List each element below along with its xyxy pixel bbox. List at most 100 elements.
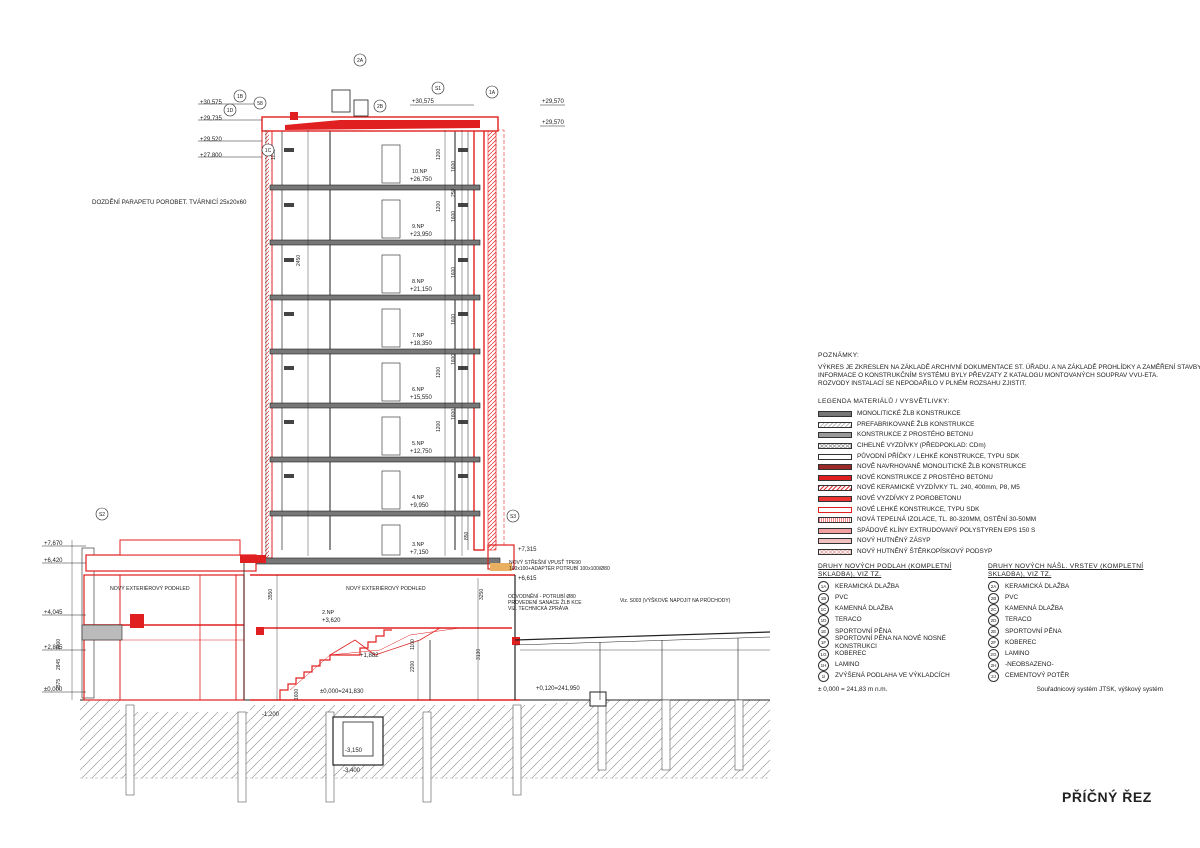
section-marker-circle xyxy=(253,96,267,110)
legend-label: NOVÉ VYZDÍVKY Z POROBETONU xyxy=(857,495,962,503)
legend-label: NOVÉ KERAMICKÉ VYZDÍVKY TL. 240, 400mm, … xyxy=(857,484,1020,492)
dimension-label: 1200 xyxy=(436,367,442,378)
left-podium xyxy=(81,539,266,701)
floor-type-item: 2H-NEOBSAZENO- xyxy=(988,659,1158,671)
dimension-label: 3130 xyxy=(476,649,482,660)
legend-label: CIHELNÉ VYZDÍVKY (PŘEDPOKLAD: CDm) xyxy=(857,442,986,450)
legend-swatch xyxy=(818,464,852,471)
section-marker-label: 1D xyxy=(227,108,234,114)
level-label: +6,615 xyxy=(518,576,537,582)
legend-item: NOVÝ HUTNĚNÝ ŠTĚRKOPÍSKOVÝ PODSYP xyxy=(818,547,1190,558)
annotation: DOZDĚNÍ PARAPETU POROBET. TVÁRNICÍ 25x20… xyxy=(92,198,247,206)
annotation: PROVEDENÍ SANACE ŽLB KCE xyxy=(508,598,582,606)
level-label: +7,150 xyxy=(410,550,429,556)
annotation: NOVÝ STŘEŠNÍ VPUSŤ TPE90 xyxy=(509,558,581,566)
legend-label: KONSTRUKCE Z PROSTÉHO BETONU xyxy=(857,431,973,439)
legend-item: NOVĚ NAVRHOVANÉ MONOLITICKÉ ŽLB KONSTRUK… xyxy=(818,462,1190,473)
legend-swatch xyxy=(818,506,852,513)
floor-type-label: KAMENNÁ DLAŽBA xyxy=(835,605,894,613)
floor-code-badge: 2F xyxy=(988,637,999,649)
floor-type-label: KERAMICKÁ DLAŽBA xyxy=(835,582,900,590)
floor-type-item: 1F SPORTOVNÍ PĚNA NA NOVÉ NOSNÉ KONSTRUKC… xyxy=(818,634,988,650)
level-label: +7,670 xyxy=(44,541,63,547)
note-line: VÝKRES JE ZKRESLEN NA ZÁKLADĚ ARCHIVNÍ D… xyxy=(818,364,1200,371)
dimension-label: 1600 xyxy=(294,689,300,700)
section-marker-label: S1 xyxy=(435,86,441,92)
floor-code-badge: 1I xyxy=(818,670,829,682)
floor-code-badge: 1A xyxy=(818,581,829,593)
legend-swatch xyxy=(818,496,852,503)
annotation: VIZ. TECHNICKÁ ZPRÁVA xyxy=(508,605,569,612)
note-line: ROZVODY INSTALACÍ SE NEPODAŘILO V PLNÉM … xyxy=(818,380,1027,387)
section-marker-circle xyxy=(223,103,237,117)
floor-type-label: CEMENTOVÝ POTĚR xyxy=(1005,672,1070,680)
floor-label: 5.NP xyxy=(412,441,425,447)
legend-label: NOVÉ KONSTRUKCE Z PROSTÉHO BETONU xyxy=(857,473,993,481)
level-label: +1,882 xyxy=(360,653,379,659)
legend-label: MONOLITICKÉ ŽLB KONSTRUKCE xyxy=(857,410,961,418)
legend-label: NOVÝ HUTNĚNÝ ŠTĚRKOPÍSKOVÝ PODSYP xyxy=(857,548,993,556)
level-label: +15,550 xyxy=(410,395,433,401)
section-marker-circle xyxy=(233,89,247,103)
floor-code-badge: 1B xyxy=(818,592,829,604)
legend-swatch xyxy=(818,474,852,481)
legend-item: NOVÉ LEHKÉ KONSTRUKCE, TYPU SDK xyxy=(818,504,1190,515)
floor-type-label: PVC xyxy=(1005,594,1019,602)
dimension-label: 1600 xyxy=(451,211,457,222)
level-label: +23,950 xyxy=(410,232,433,238)
legend-label: NOVÁ TEPELNÁ IZOLACE, TL. 80-320MM, OSTĚ… xyxy=(857,516,1037,524)
dimension-label: 1200 xyxy=(436,149,442,160)
doors xyxy=(381,144,401,556)
floor-type-label: KERAMICKÁ DLAŽBA xyxy=(1005,582,1070,590)
level-label: ±0,000=241,830 xyxy=(320,689,364,695)
floor-code-badge: 1H xyxy=(818,659,829,671)
level-label: -3,150 xyxy=(345,748,363,754)
level-label: +12,750 xyxy=(410,449,433,455)
level-label: +0,120=241,950 xyxy=(536,686,580,692)
legend-label: PREFABRIKOVANÉ ŽLB KONSTRUKCE xyxy=(857,420,975,428)
drawing-title: PŘÍČNÝ ŘEZ xyxy=(1062,789,1152,805)
section-marker-circle xyxy=(261,143,275,157)
right-canopy xyxy=(487,544,771,700)
legend: LEGENDA MATERIÁLŮ / VYSVĚTLIVKY: MONOLIT… xyxy=(818,398,1190,557)
legend-label: PŮVODNÍ PŘÍČKY / LEHKÉ KONSTRUKCE, TYPU … xyxy=(857,452,1020,460)
level-label: -1,200 xyxy=(262,712,280,718)
floor-code-badge: 1F xyxy=(818,637,829,649)
dimension-label: 1200 xyxy=(56,639,62,650)
level-label: +29,570 xyxy=(542,120,565,126)
legend-label: SPÁDOVÉ KLÍNY EXTRUDOVANÝ POLYSTYREN EPS… xyxy=(857,526,1036,534)
floor-type-label: SPORTOVNÍ PĚNA NA NOVÉ NOSNÉ KONSTRUKCI xyxy=(835,634,946,650)
notes-list: VÝKRES JE ZKRESLEN NA ZÁKLADĚ ARCHIVNÍ D… xyxy=(818,364,1200,388)
floor-type-label: LAMINO xyxy=(1005,650,1030,658)
section-marker-label: 2A xyxy=(357,58,364,64)
piles xyxy=(125,699,744,803)
floor-code-badge: 2C xyxy=(988,603,999,615)
floor-code-badge: 1E xyxy=(818,626,829,638)
legend-item: NOVÉ KONSTRUKCE Z PROSTÉHO BETONU xyxy=(818,473,1190,484)
level-label: +30,575 xyxy=(200,100,223,106)
ground-section xyxy=(80,691,770,803)
section-marker-label: 1B xyxy=(237,94,244,100)
datum-text: ± 0,000 = 241,83 m n.m. xyxy=(818,686,888,693)
dimension-label: 1135 xyxy=(271,149,277,160)
section-marker-circle xyxy=(373,99,387,113)
level-label: +29,520 xyxy=(200,137,223,143)
dimension-label: 1600 xyxy=(451,161,457,172)
floor-type-label: LAMINO xyxy=(835,661,860,669)
annotation: NOVÝ EXTERIÉROVÝ PODHLED xyxy=(346,585,426,592)
legend-label: NOVĚ NAVRHOVANÉ MONOLITICKÉ ŽLB KONSTRUK… xyxy=(857,463,1027,471)
layer-list-heading: DRUHY NOVÝCH NÁŠL. VRSTEV (KOMPLETNÍ SKL… xyxy=(988,563,1144,579)
floor-type-label: TERACO xyxy=(1005,616,1032,624)
